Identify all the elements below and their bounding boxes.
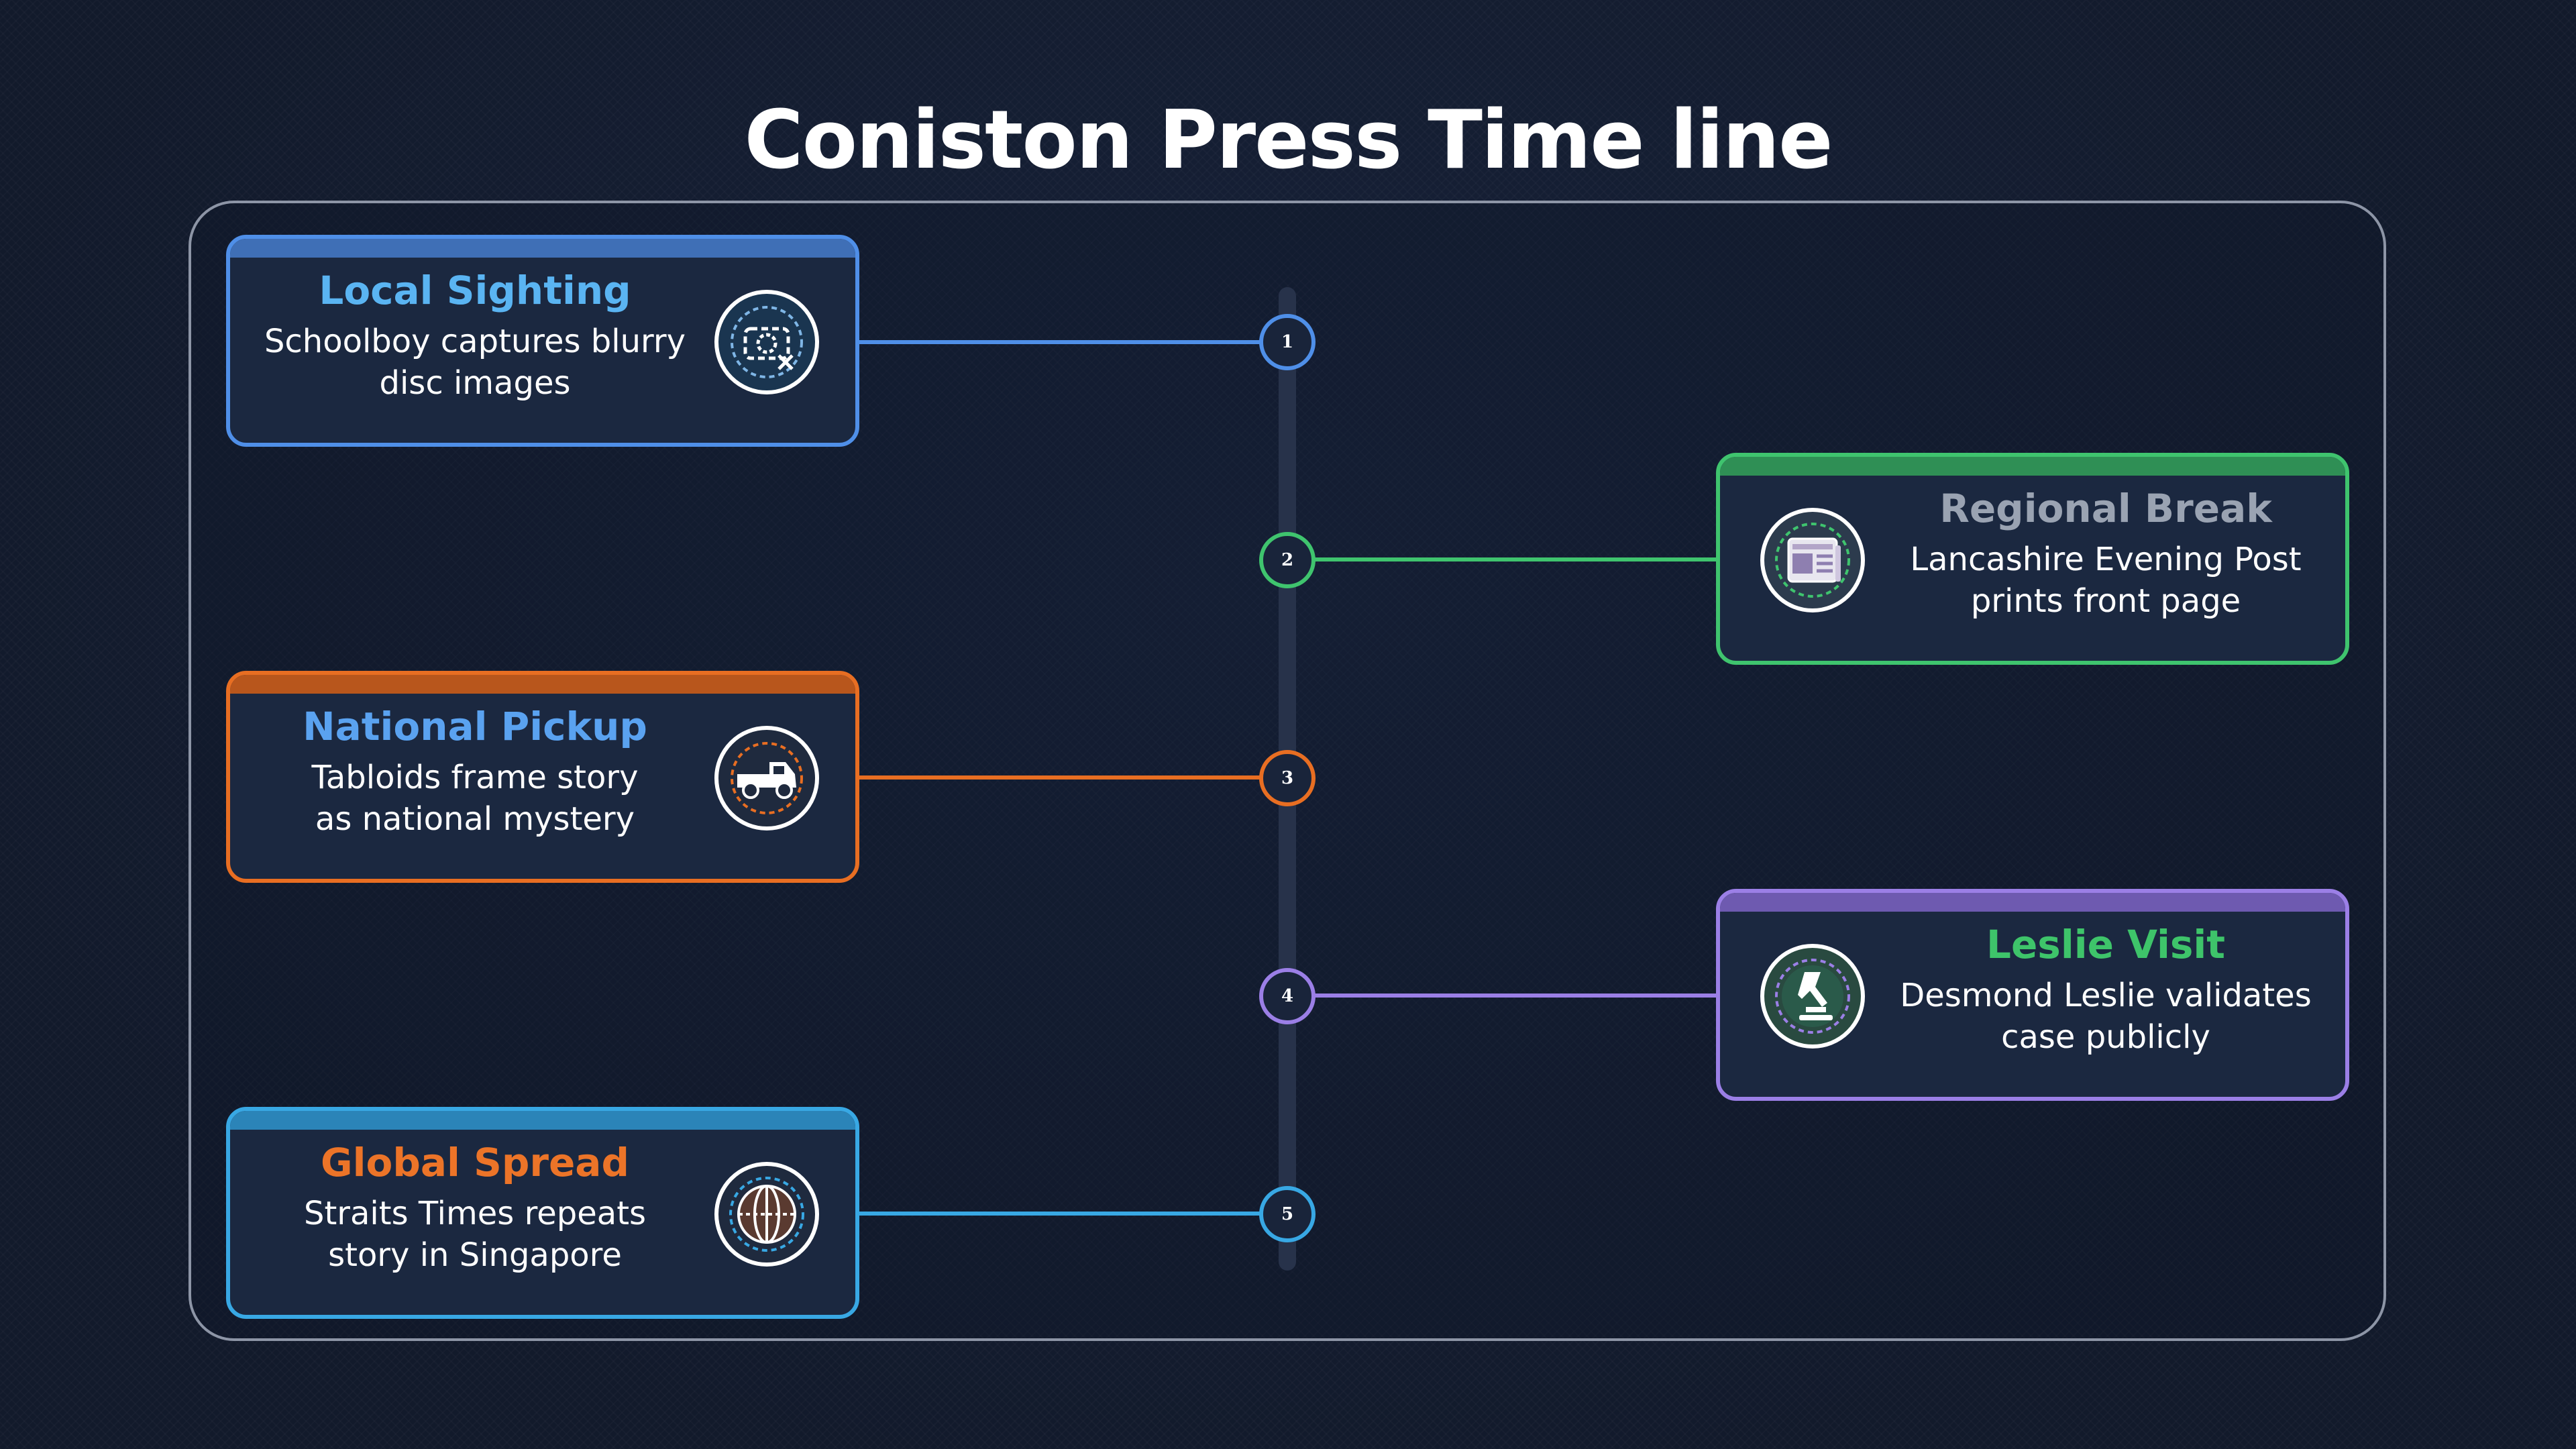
event-description: Lancashire Evening Post prints front pag… <box>1888 539 2324 622</box>
camera-icon <box>714 290 819 394</box>
node-number: 4 <box>1281 986 1294 1006</box>
connector-3 <box>859 775 1260 780</box>
connector-1 <box>859 340 1260 344</box>
card-header-bar <box>230 1111 855 1130</box>
event-heading: Leslie Visit <box>1986 922 2225 967</box>
card-header-bar <box>1720 457 2345 476</box>
event-card-regional-break[interactable]: Regional Break Lancashire Evening Post p… <box>1716 453 2349 665</box>
event-card-leslie-visit[interactable]: Leslie Visit Desmond Leslie validates ca… <box>1716 889 2349 1101</box>
event-heading: Local Sighting <box>319 268 631 313</box>
microscope-icon <box>1760 944 1865 1049</box>
timeline-node-4: 4 <box>1259 968 1316 1024</box>
event-card-local-sighting[interactable]: Local Sighting Schoolboy captures blurry… <box>226 235 859 447</box>
description-line: Tabloids frame story <box>311 759 639 796</box>
event-heading: Regional Break <box>1939 486 2272 531</box>
card-text: National Pickup Tabloids frame story as … <box>257 700 693 840</box>
card-text: Global Spread Straits Times repeats stor… <box>257 1136 693 1276</box>
node-number: 3 <box>1281 768 1294 788</box>
node-number: 1 <box>1281 332 1294 352</box>
connector-4 <box>1315 994 1719 998</box>
event-heading: Global Spread <box>321 1140 629 1185</box>
card-header-bar <box>230 239 855 258</box>
card-text: Regional Break Lancashire Evening Post p… <box>1888 482 2324 622</box>
page-title: Coniston Press Time line <box>744 94 1833 187</box>
description-line: story in Singapore <box>328 1236 622 1274</box>
event-card-national-pickup[interactable]: National Pickup Tabloids frame story as … <box>226 671 859 883</box>
node-number: 2 <box>1281 550 1294 570</box>
event-description: Tabloids frame story as national mystery <box>257 757 693 840</box>
description-line: case publicly <box>2001 1018 2210 1056</box>
event-description: Schoolboy captures blurry disc images <box>257 321 693 404</box>
card-text: Leslie Visit Desmond Leslie validates ca… <box>1888 918 2324 1058</box>
event-card-global-spread[interactable]: Global Spread Straits Times repeats stor… <box>226 1107 859 1319</box>
timeline-node-2: 2 <box>1259 532 1316 588</box>
description-line: disc images <box>379 364 571 402</box>
event-heading: National Pickup <box>303 704 647 749</box>
card-text: Local Sighting Schoolboy captures blurry… <box>257 264 693 404</box>
description-line: as national mystery <box>315 800 635 838</box>
timeline-node-5: 5 <box>1259 1186 1316 1242</box>
newspaper-icon <box>1760 508 1865 612</box>
description-line: Desmond Leslie validates <box>1900 977 2312 1014</box>
card-header-bar <box>1720 893 2345 912</box>
globe-icon <box>714 1162 819 1267</box>
timeline-node-3: 3 <box>1259 750 1316 806</box>
connector-2 <box>1315 557 1719 561</box>
description-line: Lancashire Evening Post <box>1910 541 2302 578</box>
truck-icon <box>714 726 819 830</box>
card-header-bar <box>230 675 855 694</box>
timeline-node-1: 1 <box>1259 314 1316 370</box>
description-line: prints front page <box>1970 582 2241 620</box>
description-line: Schoolboy captures blurry <box>264 323 686 360</box>
event-description: Straits Times repeats story in Singapore <box>257 1193 693 1276</box>
description-line: Straits Times repeats <box>303 1195 647 1232</box>
connector-5 <box>859 1212 1260 1216</box>
event-description: Desmond Leslie validates case publicly <box>1888 975 2324 1058</box>
node-number: 5 <box>1281 1204 1294 1224</box>
